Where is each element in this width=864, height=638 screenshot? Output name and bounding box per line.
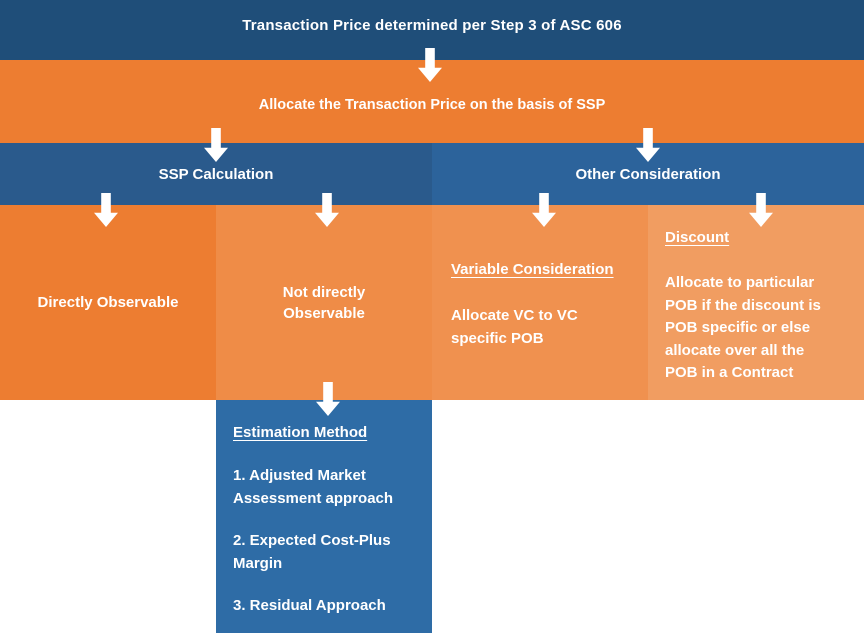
estimation-method-item-1: 1. Adjusted Market Assessment approach: [233, 467, 394, 507]
directly-observable-box: Directly Observable: [0, 205, 216, 400]
discount-heading: Discount: [665, 229, 730, 246]
variable-consideration-box: Variable Consideration Allocate VC to VC…: [432, 205, 648, 400]
directly-observable-label: Directly Observable: [37, 294, 179, 311]
variable-consideration-body: Allocate VC to VC specific POB: [451, 307, 578, 347]
not-directly-observable-label: Not directly Observable: [282, 283, 366, 322]
not-directly-observable-box: Not directly Observable: [216, 205, 432, 400]
variable-consideration-heading: Variable Consideration: [451, 261, 614, 278]
ssp-calculation-header: SSP Calculation: [0, 143, 432, 205]
estimation-method-heading: Estimation Method: [233, 424, 368, 441]
allocate-ssp-banner-label: Allocate the Transaction Price on the ba…: [258, 96, 606, 113]
other-consideration-header: Other Consideration: [432, 143, 864, 205]
estimation-method-box: Estimation Method 1. Adjusted Market Ass…: [216, 400, 432, 633]
ssp-calculation-label: SSP Calculation: [158, 165, 274, 183]
other-consideration-label: Other Consideration: [575, 165, 721, 183]
transaction-price-banner-label: Transaction Price determined per Step 3 …: [242, 17, 622, 34]
estimation-method-item-3: 3. Residual Approach: [233, 597, 386, 614]
discount-body: Allocate to particular POB if the discou…: [665, 274, 821, 381]
discount-box: Discount Allocate to particular POB if t…: [648, 205, 864, 400]
estimation-method-item-2: 2. Expected Cost-Plus Margin: [233, 532, 391, 572]
